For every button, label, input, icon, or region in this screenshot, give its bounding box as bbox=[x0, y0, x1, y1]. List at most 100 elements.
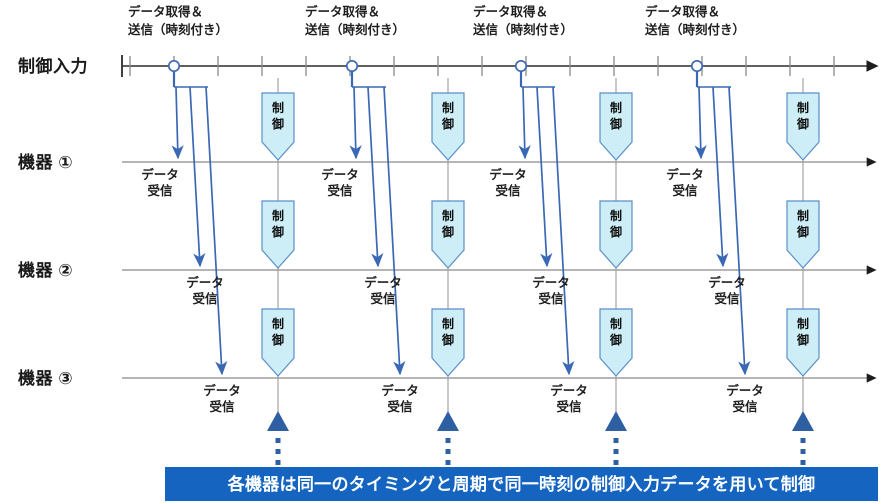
data-transmission-arrow bbox=[349, 86, 362, 160]
data-transmission-arrow bbox=[171, 86, 184, 160]
receive-label-line1: データ bbox=[550, 383, 588, 398]
data-transmission-arrow bbox=[518, 86, 531, 160]
receive-label-line2: 受信 bbox=[495, 183, 521, 198]
receive-label-line1: データ bbox=[708, 275, 746, 290]
receive-label-line2: 受信 bbox=[714, 291, 740, 306]
control-box-line1: 制 bbox=[610, 100, 622, 115]
callout-arrow-4 bbox=[792, 411, 814, 465]
summary-banner-rect bbox=[165, 467, 878, 501]
data-transmission-arrow bbox=[712, 86, 729, 268]
summary-banner-text: 各機器は同一のタイミングと周期で同一時刻の制御入力データを用いて制御 bbox=[227, 474, 816, 494]
control-box-line1: 制 bbox=[272, 208, 284, 223]
receive-label-line2: 受信 bbox=[672, 183, 698, 198]
receive-label-line2: 受信 bbox=[370, 291, 396, 306]
receive-label-group: データ受信データ受信データ受信データ受信データ受信データ受信データ受信データ受信… bbox=[141, 167, 764, 414]
receive-label-line1: データ bbox=[666, 167, 704, 182]
data-transmission-arrow bbox=[536, 86, 553, 268]
data-transmission-arrow bbox=[205, 86, 228, 376]
send-header-3: データ取得＆送信（時刻付き） bbox=[472, 4, 573, 37]
receive-label-line1: データ bbox=[726, 383, 764, 398]
control-box-line1: 制 bbox=[442, 316, 454, 331]
control-box: 制御 bbox=[431, 308, 465, 377]
receive-label-line2: 受信 bbox=[147, 183, 173, 198]
receive-label-line2: 受信 bbox=[192, 291, 218, 306]
control-box: 制御 bbox=[431, 200, 465, 269]
receive-label-line2: 受信 bbox=[209, 399, 235, 414]
receive-label-line2: 受信 bbox=[387, 399, 413, 414]
data-transmission-arrow bbox=[694, 86, 707, 160]
lane-label-control-input: 制御入力 bbox=[18, 56, 88, 76]
control-box-line1: 制 bbox=[797, 208, 809, 223]
send-header-line1: データ取得＆ bbox=[473, 4, 548, 19]
send-event-3 bbox=[514, 59, 575, 376]
control-box: 制御 bbox=[786, 200, 820, 269]
data-transmission-arrow bbox=[383, 86, 406, 376]
control-box-line2: 御 bbox=[609, 224, 622, 239]
data-transmission-arrow bbox=[552, 86, 575, 376]
send-header-line1: データ取得＆ bbox=[128, 4, 203, 19]
control-box-line1: 制 bbox=[272, 316, 284, 331]
receive-label-line1: データ bbox=[489, 167, 527, 182]
control-box-line2: 御 bbox=[796, 116, 809, 131]
timeline-group bbox=[121, 55, 879, 383]
control-box: 制御 bbox=[786, 92, 820, 161]
timeline-axis-control-input bbox=[121, 55, 879, 77]
control-box-line2: 御 bbox=[609, 116, 622, 131]
send-event-marker bbox=[514, 59, 528, 73]
receive-label-line1: データ bbox=[186, 275, 224, 290]
receive-label-line2: 受信 bbox=[732, 399, 758, 414]
control-box-line2: 御 bbox=[271, 332, 284, 347]
control-column-group bbox=[277, 78, 804, 430]
callout-arrow-group bbox=[267, 411, 814, 465]
send-header-line2: 送信（時刻付き） bbox=[304, 22, 405, 37]
control-box-line1: 制 bbox=[272, 100, 284, 115]
control-box: 制御 bbox=[431, 92, 465, 161]
data-transmission-arrow bbox=[367, 86, 384, 268]
control-box-line2: 御 bbox=[441, 116, 454, 131]
lane-label-device-2: 機器 ② bbox=[18, 260, 73, 280]
control-box-line2: 御 bbox=[609, 332, 622, 347]
send-header-line2: 送信（時刻付き） bbox=[127, 22, 228, 37]
send-event-2 bbox=[345, 59, 406, 376]
control-box-line2: 御 bbox=[441, 224, 454, 239]
callout-arrow-3 bbox=[605, 411, 627, 465]
send-header-4: データ取得＆送信（時刻付き） bbox=[644, 4, 745, 37]
receive-label-line1: データ bbox=[203, 383, 241, 398]
callout-arrow-2 bbox=[437, 411, 459, 465]
lane-label-device-3: 機器 ③ bbox=[18, 368, 73, 388]
send-event-1 bbox=[167, 59, 228, 376]
receive-label-line1: データ bbox=[364, 275, 402, 290]
control-box-line2: 御 bbox=[796, 332, 809, 347]
control-box-line2: 御 bbox=[441, 332, 454, 347]
control-box: 制御 bbox=[261, 308, 295, 377]
summary-banner: 各機器は同一のタイミングと周期で同一時刻の制御入力データを用いて制御 bbox=[165, 467, 878, 501]
control-box: 制御 bbox=[599, 200, 633, 269]
receive-label-line2: 受信 bbox=[327, 183, 353, 198]
lane-label-device-1: 機器 ① bbox=[18, 152, 73, 172]
send-event-4 bbox=[690, 59, 751, 376]
control-box-line1: 制 bbox=[610, 208, 622, 223]
receive-label-line1: データ bbox=[381, 383, 419, 398]
control-box-line1: 制 bbox=[442, 208, 454, 223]
control-box-line1: 制 bbox=[610, 316, 622, 331]
send-header-line1: データ取得＆ bbox=[645, 4, 720, 19]
callout-arrow-1 bbox=[267, 411, 289, 465]
data-transmission-arrow bbox=[189, 86, 206, 268]
header-label-group: データ取得＆送信（時刻付き）データ取得＆送信（時刻付き）データ取得＆送信（時刻付… bbox=[127, 4, 745, 37]
receive-label-line1: データ bbox=[321, 167, 359, 182]
